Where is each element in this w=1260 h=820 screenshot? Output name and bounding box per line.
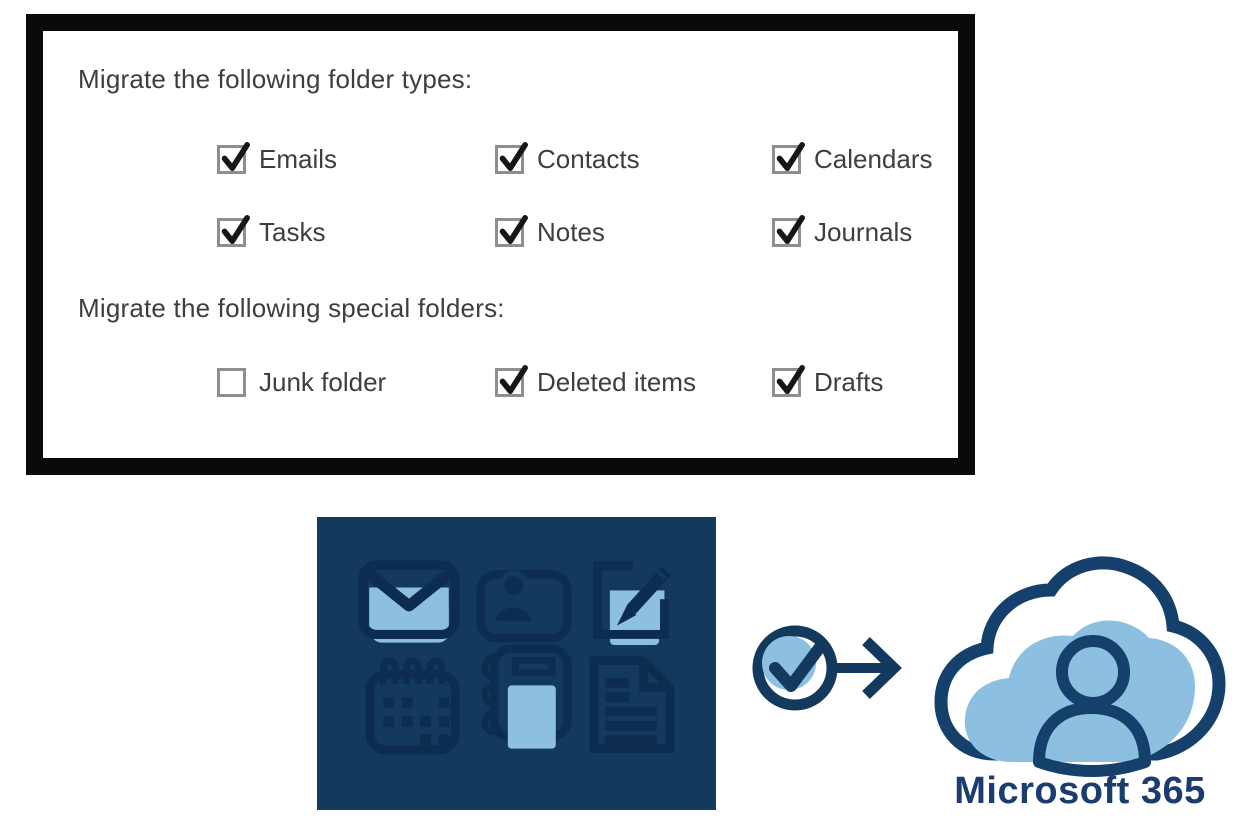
- checkmark-icon: [499, 214, 528, 244]
- email-icon: [358, 560, 460, 643]
- checkbox-item-contacts[interactable]: Contacts: [495, 141, 640, 174]
- document-icon: [589, 656, 675, 754]
- junk-folder-checkbox[interactable]: [217, 367, 246, 397]
- checkbox-label: Tasks: [259, 216, 326, 247]
- checkbox-label: Deleted items: [537, 366, 696, 397]
- checkbox-label: Drafts: [814, 366, 884, 397]
- compose-icon: [593, 561, 671, 645]
- destination-microsoft365: Microsoft 365: [933, 550, 1227, 820]
- tasks-checkbox[interactable]: [217, 214, 250, 247]
- contacts-icon: [476, 570, 572, 643]
- checkmark-icon: [221, 141, 250, 171]
- person-body: [1033, 702, 1151, 777]
- checkbox-label: Contacts: [537, 143, 640, 174]
- special-folders-heading: Migrate the following special folders:: [78, 293, 505, 323]
- checkmark-icon: [499, 364, 528, 394]
- contacts-checkbox[interactable]: [495, 141, 528, 174]
- checkmark-icon: [221, 214, 250, 244]
- checkbox-item-emails[interactable]: Emails: [217, 141, 338, 174]
- deleted-items-checkbox[interactable]: [495, 364, 528, 397]
- checkbox-label: Calendars: [814, 143, 933, 174]
- source-items-box: [317, 517, 716, 810]
- calendars-checkbox[interactable]: [772, 141, 805, 174]
- drafts-checkbox[interactable]: [772, 364, 805, 397]
- notebook-icon: [481, 644, 572, 749]
- checkbox-item-tasks[interactable]: Tasks: [217, 214, 326, 247]
- folder-types-heading: Migrate the following folder types:: [78, 64, 473, 94]
- checkbox-item-drafts[interactable]: Drafts: [772, 364, 884, 397]
- checkmark-icon: [499, 141, 528, 171]
- checkbox-label: Journals: [814, 216, 913, 247]
- checkmark-icon: [769, 641, 826, 692]
- checkbox-item-calendars[interactable]: Calendars: [772, 141, 933, 174]
- journals-checkbox[interactable]: [772, 214, 805, 247]
- migration-options-panel: Migrate the following folder types: Emai…: [26, 14, 975, 475]
- checkbox-label: Notes: [537, 216, 605, 247]
- checkbox-label: Junk folder: [259, 366, 387, 397]
- notes-checkbox[interactable]: [495, 214, 528, 247]
- checkmark-icon: [776, 364, 805, 394]
- checkbox-label: Emails: [259, 143, 338, 174]
- checkmark-icon: [776, 141, 805, 171]
- checkbox-item-deleted-items[interactable]: Deleted items: [495, 364, 696, 397]
- microsoft365-label: Microsoft 365: [954, 770, 1206, 812]
- checkbox-item-junk-folder[interactable]: Junk folder: [217, 367, 386, 397]
- calendar-icon: [365, 657, 460, 755]
- checkmark-icon: [776, 214, 805, 244]
- migration-connector: [752, 625, 902, 711]
- checkbox-item-notes[interactable]: Notes: [495, 214, 605, 247]
- microsoft365-cloud-icon: [934, 556, 1226, 777]
- checkbox-item-journals[interactable]: Journals: [772, 214, 913, 247]
- emails-checkbox[interactable]: [217, 141, 250, 174]
